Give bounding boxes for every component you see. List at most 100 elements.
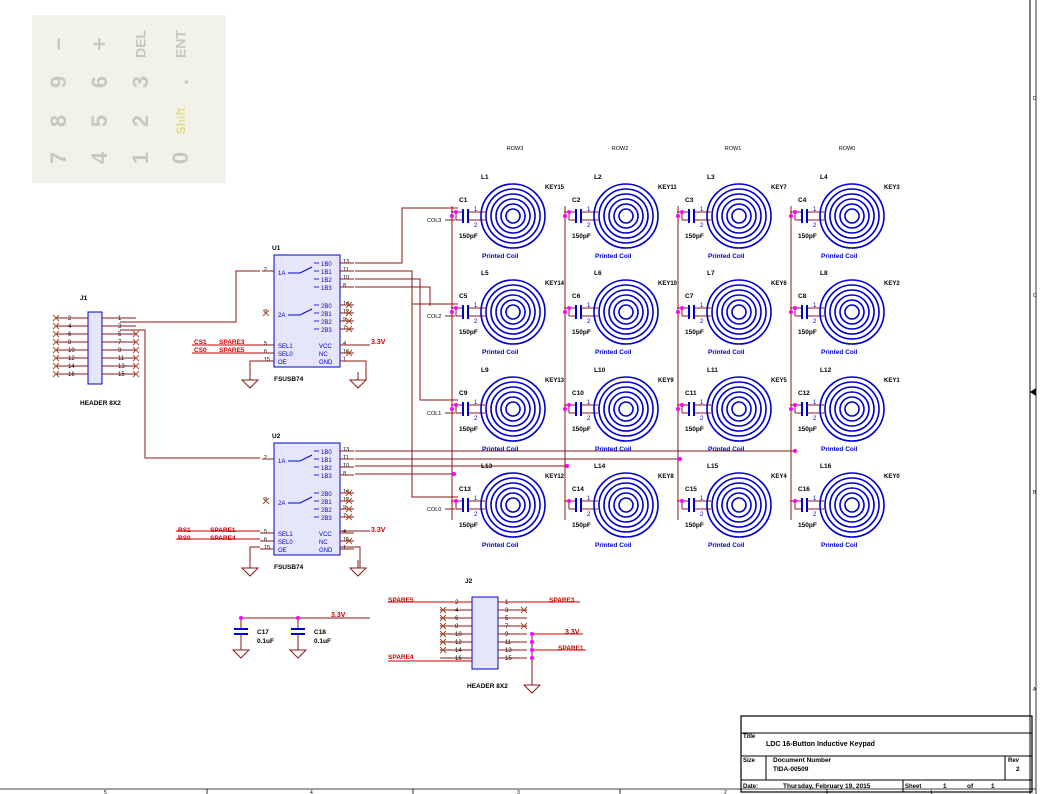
- junction-dot: [454, 499, 458, 503]
- mux-part: FSUSB74: [274, 376, 304, 383]
- capacitor-value: 150pF: [685, 522, 704, 529]
- coil-ring: [618, 401, 634, 417]
- coil-ring: [480, 472, 546, 538]
- coil-ring: [819, 472, 885, 538]
- pin-number: 1: [700, 207, 704, 213]
- pin-number: 7: [343, 513, 346, 519]
- coil-ring: [480, 183, 546, 249]
- no-connect-stroke: [132, 354, 140, 362]
- pin-number: 1: [343, 357, 346, 363]
- pin-number: 9: [505, 632, 509, 638]
- coil-ring: [839, 492, 865, 518]
- capacitor-plate: [688, 402, 690, 416]
- capacitor-value: 150pF: [798, 522, 817, 529]
- capacitor-ref: C18: [314, 629, 326, 636]
- coil-description: Printed Coil: [821, 542, 858, 549]
- coil-ring: [603, 289, 649, 335]
- coil-description: Printed Coil: [482, 253, 519, 260]
- pin-number: 8: [68, 340, 72, 346]
- pin-number: 10: [343, 275, 349, 281]
- no-connect-mark: [52, 362, 60, 370]
- no-connect-mark: [345, 301, 353, 309]
- coil-ring: [603, 193, 649, 239]
- junction-dot: [793, 403, 797, 407]
- coil-ring: [834, 487, 870, 523]
- coil-ring: [839, 299, 865, 325]
- ground-symbol: [288, 642, 308, 659]
- inductor-ref: L8: [820, 270, 828, 277]
- no-connect-mark: [345, 497, 353, 505]
- rev-label: Rev: [1008, 758, 1020, 764]
- capacitor-value: 0.1uF: [314, 638, 331, 645]
- coil-ring: [598, 477, 654, 533]
- junction-dot: [530, 632, 534, 636]
- ground-symbol: [522, 677, 542, 694]
- document-number-label: Document Number: [773, 757, 832, 764]
- coil-ring: [824, 477, 880, 533]
- coil-ring: [500, 299, 526, 325]
- border-letter: D: [1033, 96, 1037, 102]
- pin-name: 2B3: [321, 328, 332, 334]
- no-connect-stroke: [132, 338, 140, 346]
- no-connect-stroke: [345, 325, 353, 333]
- no-connect-mark: [345, 513, 353, 521]
- no-connect-stroke: [132, 346, 140, 354]
- border-number: 2: [724, 790, 727, 794]
- junction-dot: [789, 407, 793, 411]
- pin-number: 4: [343, 341, 346, 347]
- pin-number: 2: [455, 600, 459, 606]
- coil-ring: [480, 279, 546, 345]
- inductor-ref: L15: [707, 463, 719, 470]
- pin-number: 1: [474, 400, 478, 406]
- pin-number: 2: [264, 455, 267, 461]
- coil-ring: [485, 381, 541, 437]
- coil-ring: [711, 284, 767, 340]
- keypad-key-2-0: 8: [46, 115, 71, 127]
- switch-arm: [288, 308, 313, 316]
- capacitor-plate: [291, 633, 305, 635]
- capacitor-value: 150pF: [798, 233, 817, 240]
- keypad-key-0-1: +: [87, 38, 112, 51]
- junction-dot: [530, 656, 534, 660]
- no-connect-stroke: [345, 309, 353, 317]
- coil-ring: [731, 208, 747, 224]
- coil-ring: [598, 284, 654, 340]
- pin-name: OE: [278, 548, 287, 554]
- no-connect-mark: [52, 354, 60, 362]
- keypad-key-2-2: 2: [128, 115, 153, 127]
- inductor-ref: L3: [707, 174, 715, 181]
- ground-triangle: [522, 684, 542, 694]
- coil-description: Printed Coil: [708, 446, 745, 453]
- pin-number: 2: [474, 512, 478, 518]
- key-label: KEY14: [545, 281, 565, 287]
- pin-number: 2: [68, 316, 72, 322]
- pin-number: 2: [813, 512, 817, 518]
- column-label: COL0: [427, 507, 441, 513]
- pin-number: 2: [813, 319, 817, 325]
- junction-dot: [239, 616, 243, 620]
- coil-ring: [834, 198, 870, 234]
- coil-description: Printed Coil: [821, 349, 858, 356]
- capacitor-plate: [234, 628, 248, 630]
- connector-body: [87, 311, 103, 385]
- pin-name: SEL0: [278, 352, 293, 358]
- no-connect-mark: [345, 309, 353, 317]
- capacitor-ref: C13: [459, 486, 471, 493]
- junction-dot: [530, 648, 534, 652]
- pin-name: 1B1: [321, 270, 332, 276]
- coil-ring: [721, 487, 757, 523]
- pin-number: 2: [474, 416, 478, 422]
- pin-name: 1B2: [321, 278, 332, 284]
- pin-number: 11: [118, 356, 125, 362]
- capacitor-plate: [688, 498, 690, 512]
- pin-number: 12: [68, 356, 75, 362]
- no-connect-mark: [132, 370, 140, 378]
- capacitor-ref: C5: [459, 293, 468, 300]
- no-connect-stroke: [345, 317, 353, 325]
